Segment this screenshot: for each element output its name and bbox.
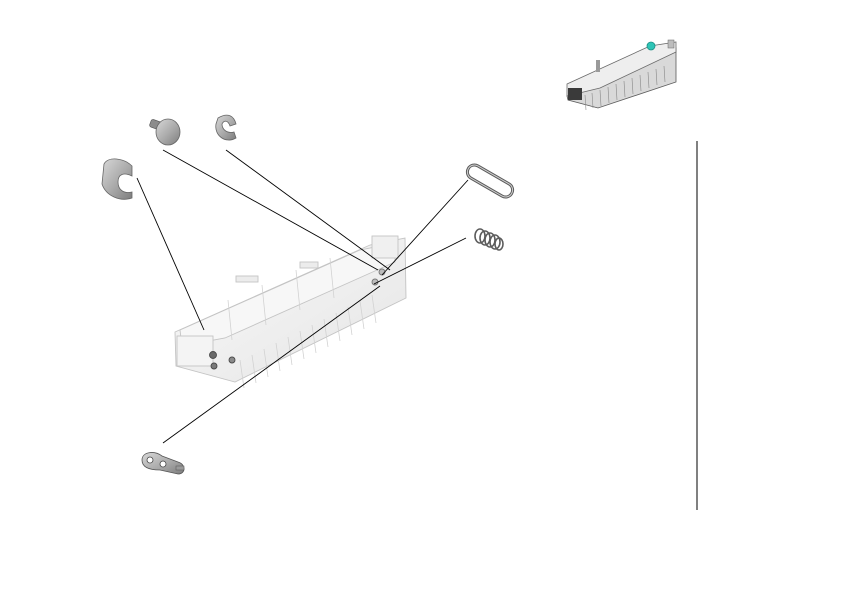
leader-line-screw xyxy=(162,149,379,271)
leader-line-coil-spring xyxy=(373,237,467,285)
leader-line-bracket-clip xyxy=(136,177,205,331)
c-clip-icon xyxy=(215,114,237,141)
coil-spring-icon xyxy=(474,228,504,251)
screw-icon xyxy=(149,118,181,146)
belt-ring-icon xyxy=(465,163,515,199)
bracket-clip-icon xyxy=(101,158,133,200)
leader-line-c-clip xyxy=(225,149,391,271)
main-assembly xyxy=(174,235,407,389)
leader-line-lever-link xyxy=(162,285,381,444)
leader-lines xyxy=(136,149,469,444)
lever-link-icon xyxy=(141,452,185,475)
leader-line-belt-ring xyxy=(381,179,469,276)
assembly-thumbnail xyxy=(566,39,677,111)
